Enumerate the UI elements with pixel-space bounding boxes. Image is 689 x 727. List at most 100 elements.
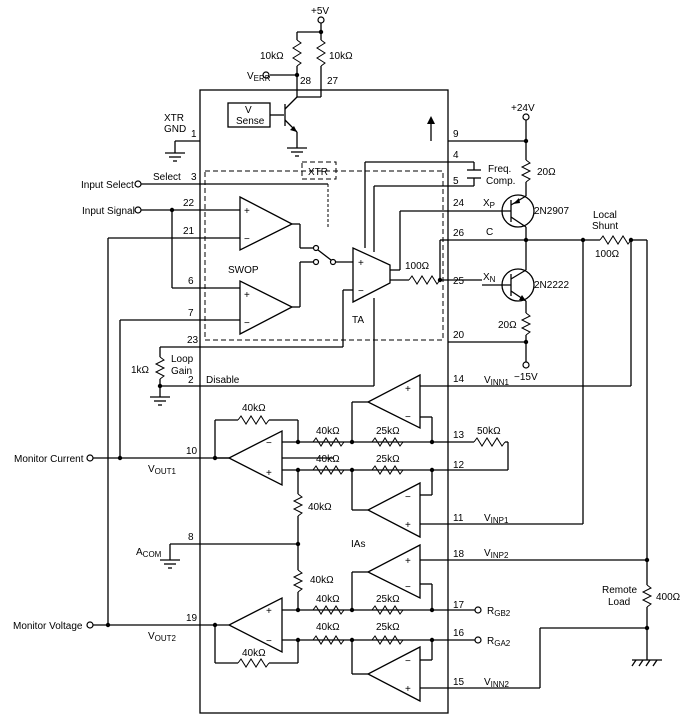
select-label: Select	[153, 172, 181, 183]
svg-text:−: −	[405, 412, 411, 423]
resistor-10k-a: 10kΩ	[260, 39, 302, 67]
svg-text:−: −	[266, 438, 272, 449]
pin-14: 14	[453, 374, 465, 385]
opamp-swop-2: + −	[239, 279, 294, 336]
supply-neg15v-terminal	[522, 361, 530, 369]
supply-5v: +5V	[296, 6, 329, 40]
v-err-label: VERR	[247, 71, 271, 83]
resistor-40k-in-a: 40kΩ	[312, 426, 345, 447]
svg-text:100Ω: 100Ω	[595, 249, 620, 260]
pin-7: 7	[188, 308, 194, 319]
vinn2-label: VINN2	[484, 677, 509, 689]
opamp-ia-out2: + −	[227, 596, 283, 654]
svg-text:40kΩ: 40kΩ	[316, 622, 340, 633]
xtr-gnd-label: XTR	[164, 113, 184, 124]
disable-label: Disable	[206, 375, 240, 386]
svg-text:10kΩ: 10kΩ	[329, 51, 353, 62]
svg-text:−: −	[244, 234, 250, 245]
pin-12: 12	[453, 460, 465, 471]
supply-5v-label: +5V	[311, 6, 329, 17]
vinp1-label: VINP1	[484, 513, 509, 525]
supply-24v-label: +24V	[511, 103, 535, 114]
resistor-40k-vert-b: 40kΩ	[292, 569, 334, 593]
ground-xtr	[165, 152, 185, 162]
ground-acom	[160, 559, 180, 569]
svg-text:20Ω: 20Ω	[498, 320, 517, 331]
supply-neg15v-label: −15V	[514, 372, 538, 383]
ic-body	[199, 89, 449, 714]
ta-label: TA	[352, 315, 364, 326]
ground-loop	[150, 396, 170, 406]
svg-text:25kΩ: 25kΩ	[376, 622, 400, 633]
pin-22: 22	[183, 198, 195, 209]
pin-2: 2	[188, 375, 194, 386]
resistor-40k-fb-bot: 40kΩ	[237, 648, 270, 668]
arrow-up-9	[427, 116, 435, 141]
pin-19: 19	[186, 613, 198, 624]
supply-5v-terminal	[317, 16, 325, 24]
pin-16: 16	[453, 628, 465, 639]
opamp-swop-1: + −	[239, 195, 294, 252]
xtr-box	[301, 161, 337, 180]
transistor-2n2222: 2N2222	[482, 240, 569, 302]
pin-20: 20	[453, 330, 465, 341]
opamp-ia-e: − +	[366, 645, 421, 703]
opamp-ia-c: − +	[366, 481, 421, 539]
svg-text:20Ω: 20Ω	[537, 167, 556, 178]
vinp2-label: VINP2	[484, 548, 509, 560]
pin-27: 27	[327, 76, 339, 87]
xn-label: XN	[483, 272, 496, 284]
pin-4: 4	[453, 150, 459, 161]
input-signal-label: Input Signal	[82, 206, 135, 217]
svg-text:+: +	[405, 684, 411, 695]
svg-text:XTR: XTR	[308, 167, 328, 178]
pin-8: 8	[188, 532, 194, 543]
swop-label: SWOP	[228, 265, 259, 276]
supply-24v-terminal	[522, 113, 530, 121]
rga2-terminal[interactable]	[474, 636, 482, 644]
svg-text:V: V	[245, 105, 252, 116]
monitor-voltage-terminal[interactable]	[86, 621, 94, 629]
loop-gain-label: Loop	[171, 354, 194, 365]
svg-text:40kΩ: 40kΩ	[316, 594, 340, 605]
svg-text:25kΩ: 25kΩ	[376, 454, 400, 465]
svg-text:40kΩ: 40kΩ	[242, 403, 266, 414]
resistor-50k: 50kΩ	[473, 426, 506, 447]
pin-25: 25	[453, 276, 465, 287]
sense-transistor	[284, 90, 298, 148]
xp-label: XP	[483, 198, 495, 210]
svg-text:+: +	[266, 606, 272, 617]
c-label: C	[486, 227, 493, 238]
pin-5: 5	[453, 176, 459, 187]
svg-text:+: +	[405, 520, 411, 531]
pin-18: 18	[453, 549, 465, 560]
opamp-ia-a: + −	[366, 373, 421, 430]
svg-text:Remote: Remote	[602, 585, 637, 596]
amplifier-ta: + −	[352, 246, 391, 304]
svg-text:−: −	[405, 656, 411, 667]
svg-text:−: −	[244, 318, 250, 329]
pin-10: 10	[186, 446, 198, 457]
resistor-1k: 1kΩ	[131, 356, 166, 380]
vout2-label: VOUT2	[148, 631, 177, 643]
vinn1-label: VINN1	[484, 375, 509, 387]
input-select-terminal[interactable]	[134, 180, 142, 188]
svg-text:+: +	[405, 556, 411, 567]
switch	[312, 244, 353, 266]
svg-text:Comp.: Comp.	[486, 176, 515, 187]
pin-23: 23	[187, 335, 199, 346]
svg-text:40kΩ: 40kΩ	[316, 454, 340, 465]
monitor-current-terminal[interactable]	[86, 454, 94, 462]
resistor-10k-b: 10kΩ	[316, 39, 353, 67]
svg-text:+: +	[405, 384, 411, 395]
input-signal-terminal[interactable]	[134, 206, 142, 214]
pin-13: 13	[453, 430, 465, 441]
monitor-current-label: Monitor Current	[14, 454, 84, 465]
acom-label: ACOM	[136, 547, 162, 559]
svg-text:Load: Load	[608, 597, 630, 608]
pin-21: 21	[183, 226, 195, 237]
rgb2-terminal[interactable]	[474, 606, 482, 614]
svg-text:Local: Local	[593, 210, 617, 221]
pin-26: 26	[453, 228, 465, 239]
